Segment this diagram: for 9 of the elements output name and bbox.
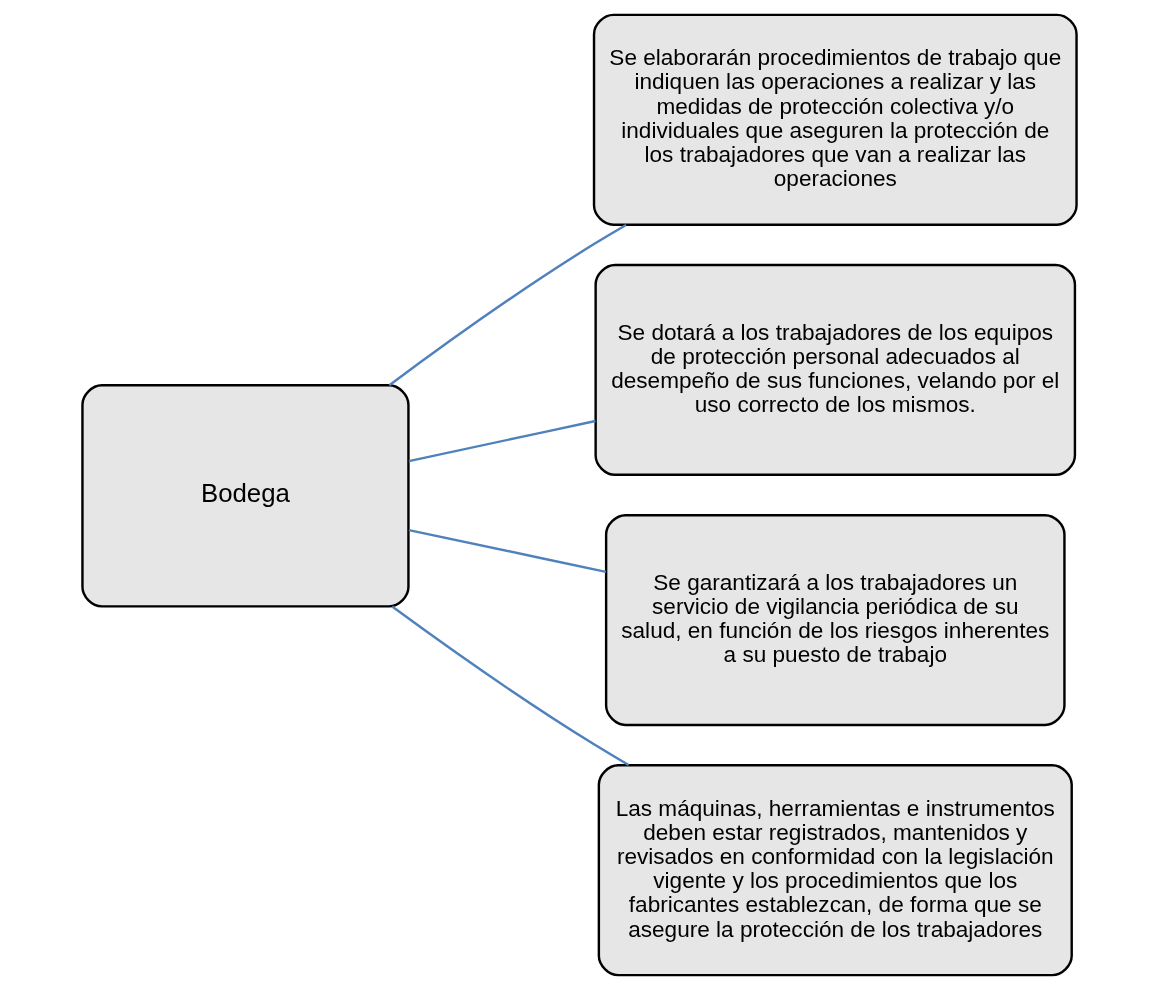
connector: [390, 605, 629, 766]
node-box: Se elaborarán procedimientos de trabajo que indiquen las operaciones a realizar y las medidas de protección colectiva y/o individuales que aseguren la protección de los trabajadores que van a realizar las operaciones: [592, 13, 1078, 226]
node-box: Se garantizará a los trabajadores un servicio de vigilancia periódica de su salud, en función de los riesgos inherentes a su puesto de trabajo: [604, 513, 1066, 727]
node-box: Las máquinas, herramientas e instrumentos deben estar registrados, mantenidos y revisados en conformidad con la legislación vigente y los procedimientos que los fabricantes establezcan, de forma que se asegure la protección de los trabajadores: [597, 764, 1073, 977]
node-box: Se dotará a los trabajadores de los equipos de protección personal adecuados al desempeño de sus funciones, velando por el uso correcto de los mismos.: [593, 263, 1076, 477]
connector: [408, 419, 596, 463]
connector: [408, 528, 606, 573]
node-box: Bodega: [80, 384, 410, 608]
connector: [388, 223, 627, 387]
